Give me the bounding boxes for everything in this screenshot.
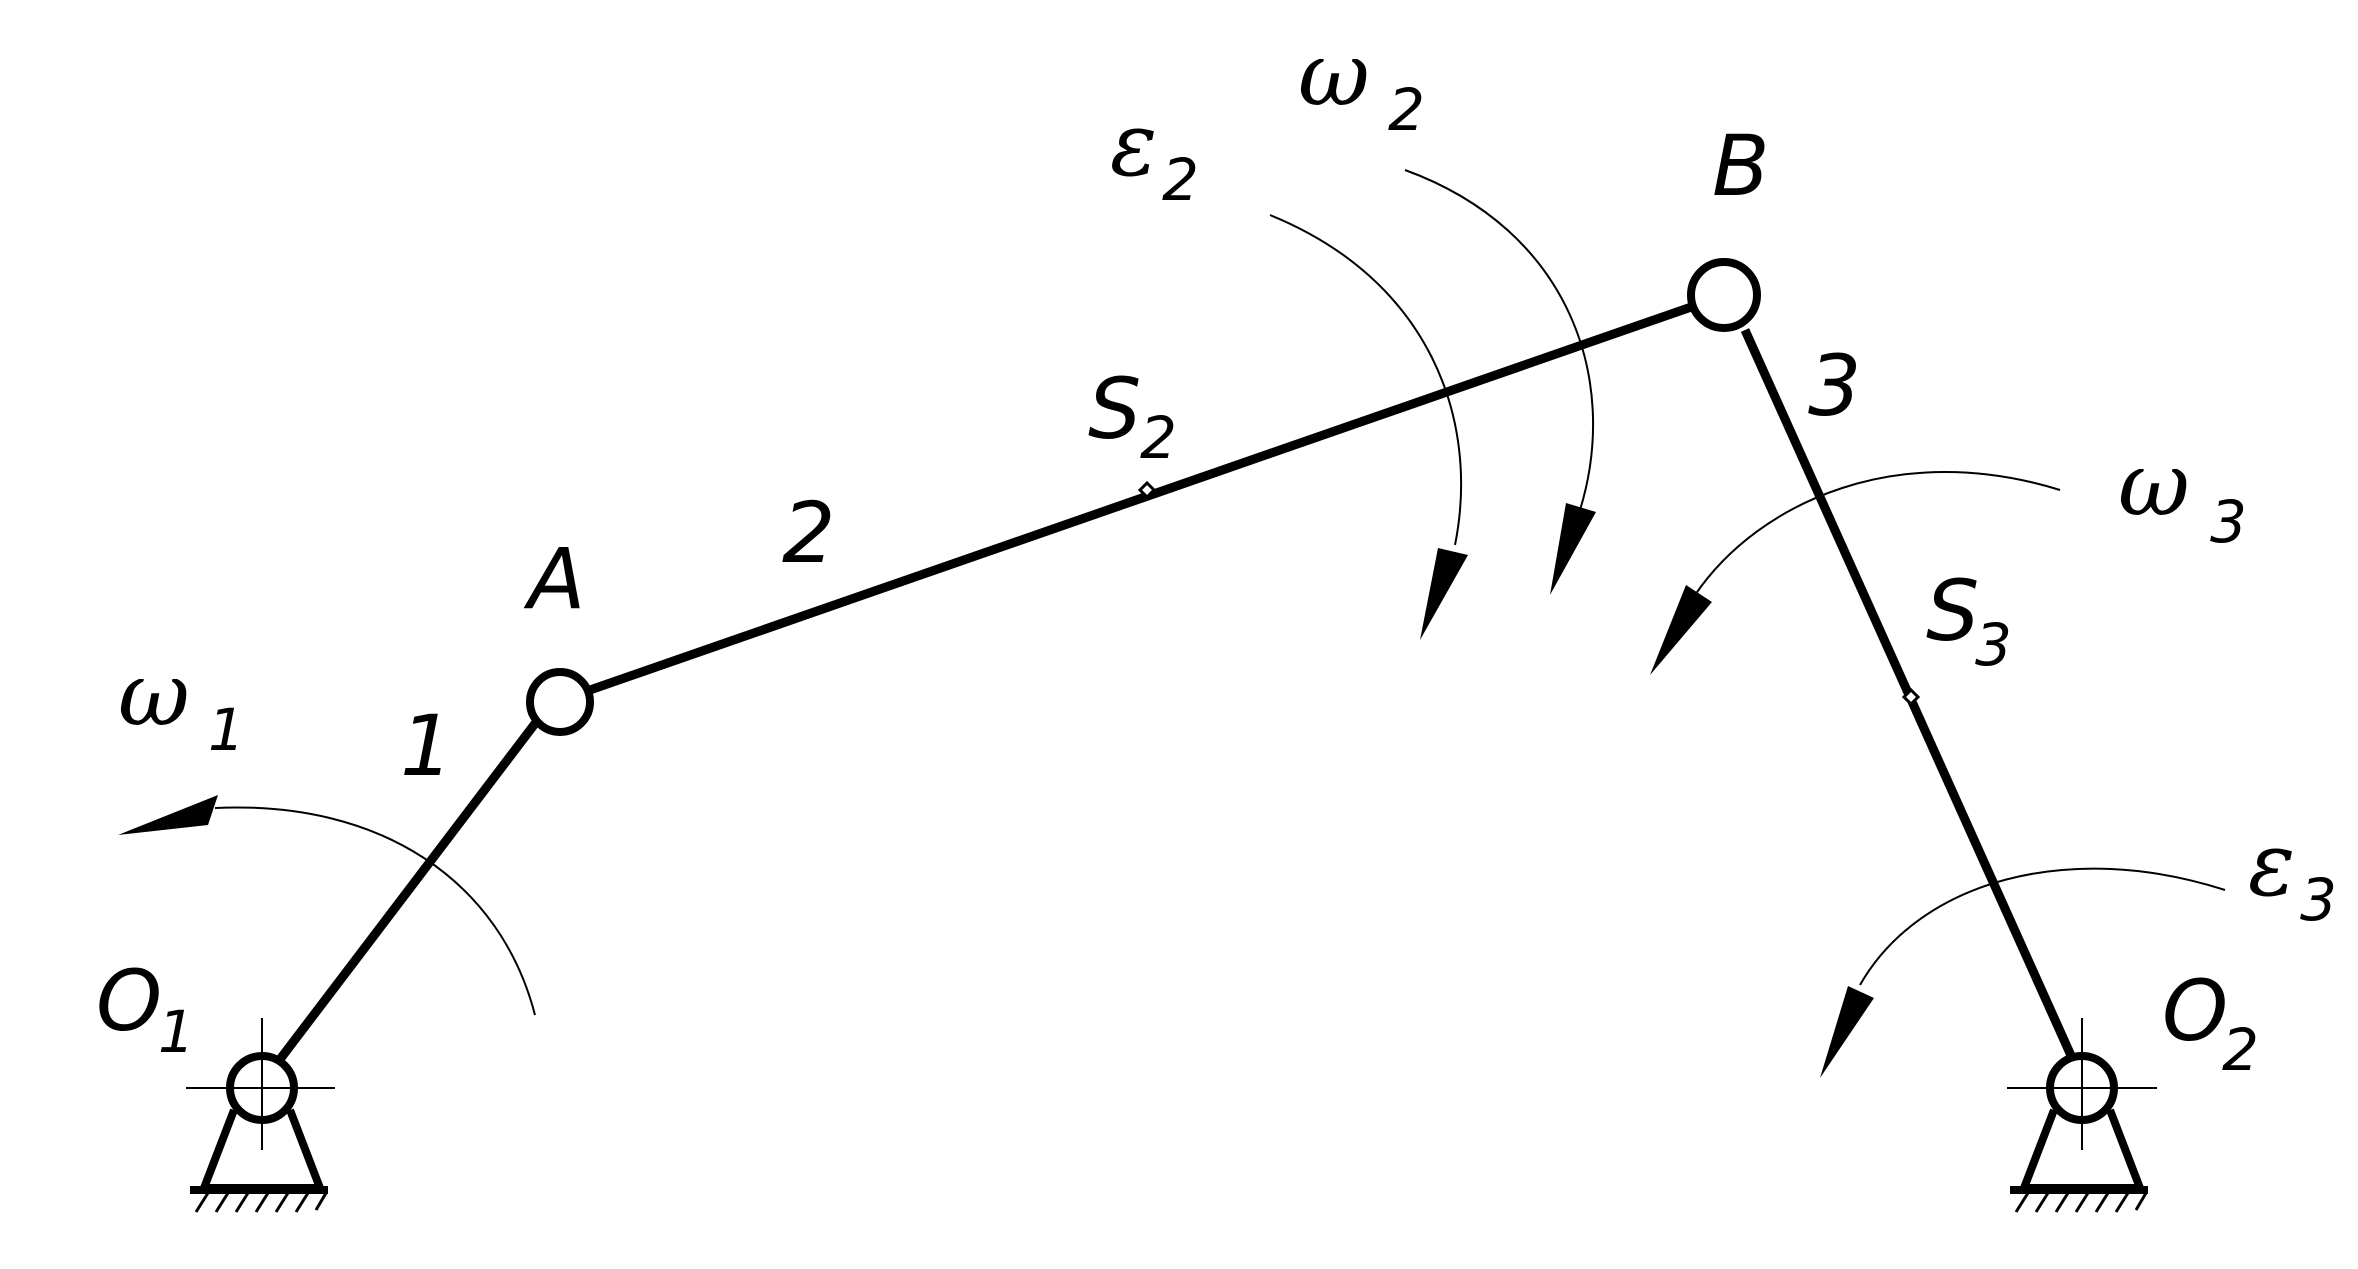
label-epsilon2-sub: 2	[1162, 146, 1199, 214]
link-2	[588, 300, 1699, 695]
omega2-arrow	[1404, 169, 1596, 595]
label-center-s3: S	[1926, 562, 1979, 660]
omega1-arrow	[118, 795, 536, 1016]
epsilon2-arrow	[1269, 214, 1468, 640]
label-omega3-sub: 3	[2210, 488, 2247, 556]
label-omega2-sub: 2	[1388, 76, 1425, 144]
joint-a	[526, 668, 594, 736]
label-point-a: A	[523, 530, 585, 628]
label-omega3: ω	[2118, 433, 2190, 536]
label-epsilon2: ε	[1110, 93, 1157, 196]
label-pivot-o1-sub: 1	[158, 998, 195, 1066]
label-link-3: 3	[1808, 337, 1861, 435]
label-omega1: ω	[118, 643, 190, 746]
label-link-1: 1	[400, 697, 453, 795]
label-pivot-o1: O	[96, 952, 162, 1050]
center-s2-marker	[1137, 480, 1157, 500]
label-pivot-o2-sub: 2	[2222, 1016, 2259, 1084]
label-center-s2-sub: 2	[1140, 404, 1177, 472]
label-epsilon3-sub: 3	[2300, 866, 2337, 934]
label-center-s3-sub: 3	[1975, 611, 2012, 679]
epsilon3-arrow	[1820, 867, 2226, 1078]
label-center-s2: S	[1088, 360, 1141, 458]
label-link-2: 2	[782, 484, 835, 582]
joint-b	[1687, 258, 1761, 332]
label-epsilon3: ε	[2248, 813, 2295, 916]
link-1	[258, 714, 544, 1086]
pivot-o2-support	[2007, 1018, 2157, 1213]
omega3-arrow	[1650, 470, 2061, 675]
link-3	[1740, 328, 2087, 1082]
center-s3-marker	[1901, 687, 1921, 707]
label-omega1-sub: 1	[208, 696, 245, 764]
label-pivot-o2: O	[2162, 962, 2228, 1060]
label-point-b: B	[1712, 117, 1770, 215]
pivot-o1-support	[186, 1018, 335, 1213]
label-omega2: ω	[1298, 23, 1370, 126]
